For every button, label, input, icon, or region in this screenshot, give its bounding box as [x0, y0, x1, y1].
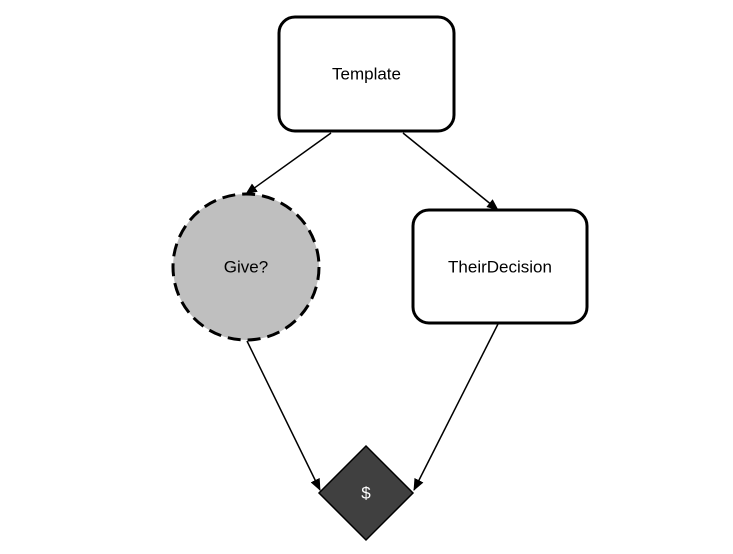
node-template-label: Template — [332, 64, 401, 83]
edge-give-to-utility — [246, 340, 321, 491]
node-utility-diamond — [317, 444, 415, 542]
node-give-label: Give? — [224, 257, 268, 276]
node-their-decision-box — [411, 208, 589, 325]
edge-theirdecision-to-utility — [413, 323, 499, 491]
node-utility[interactable]: $ — [317, 444, 415, 542]
edge-template-to-theirdecision — [402, 132, 499, 211]
node-template-box — [277, 15, 456, 133]
node-give[interactable]: Give? — [171, 192, 321, 342]
node-their-decision-label: TheirDecision — [448, 257, 552, 276]
node-utility-label: $ — [361, 483, 371, 502]
node-template[interactable]: Template — [277, 15, 456, 133]
edge-template-to-give — [245, 132, 332, 195]
node-give-circle — [171, 192, 321, 342]
node-their-decision[interactable]: TheirDecision — [411, 208, 589, 325]
